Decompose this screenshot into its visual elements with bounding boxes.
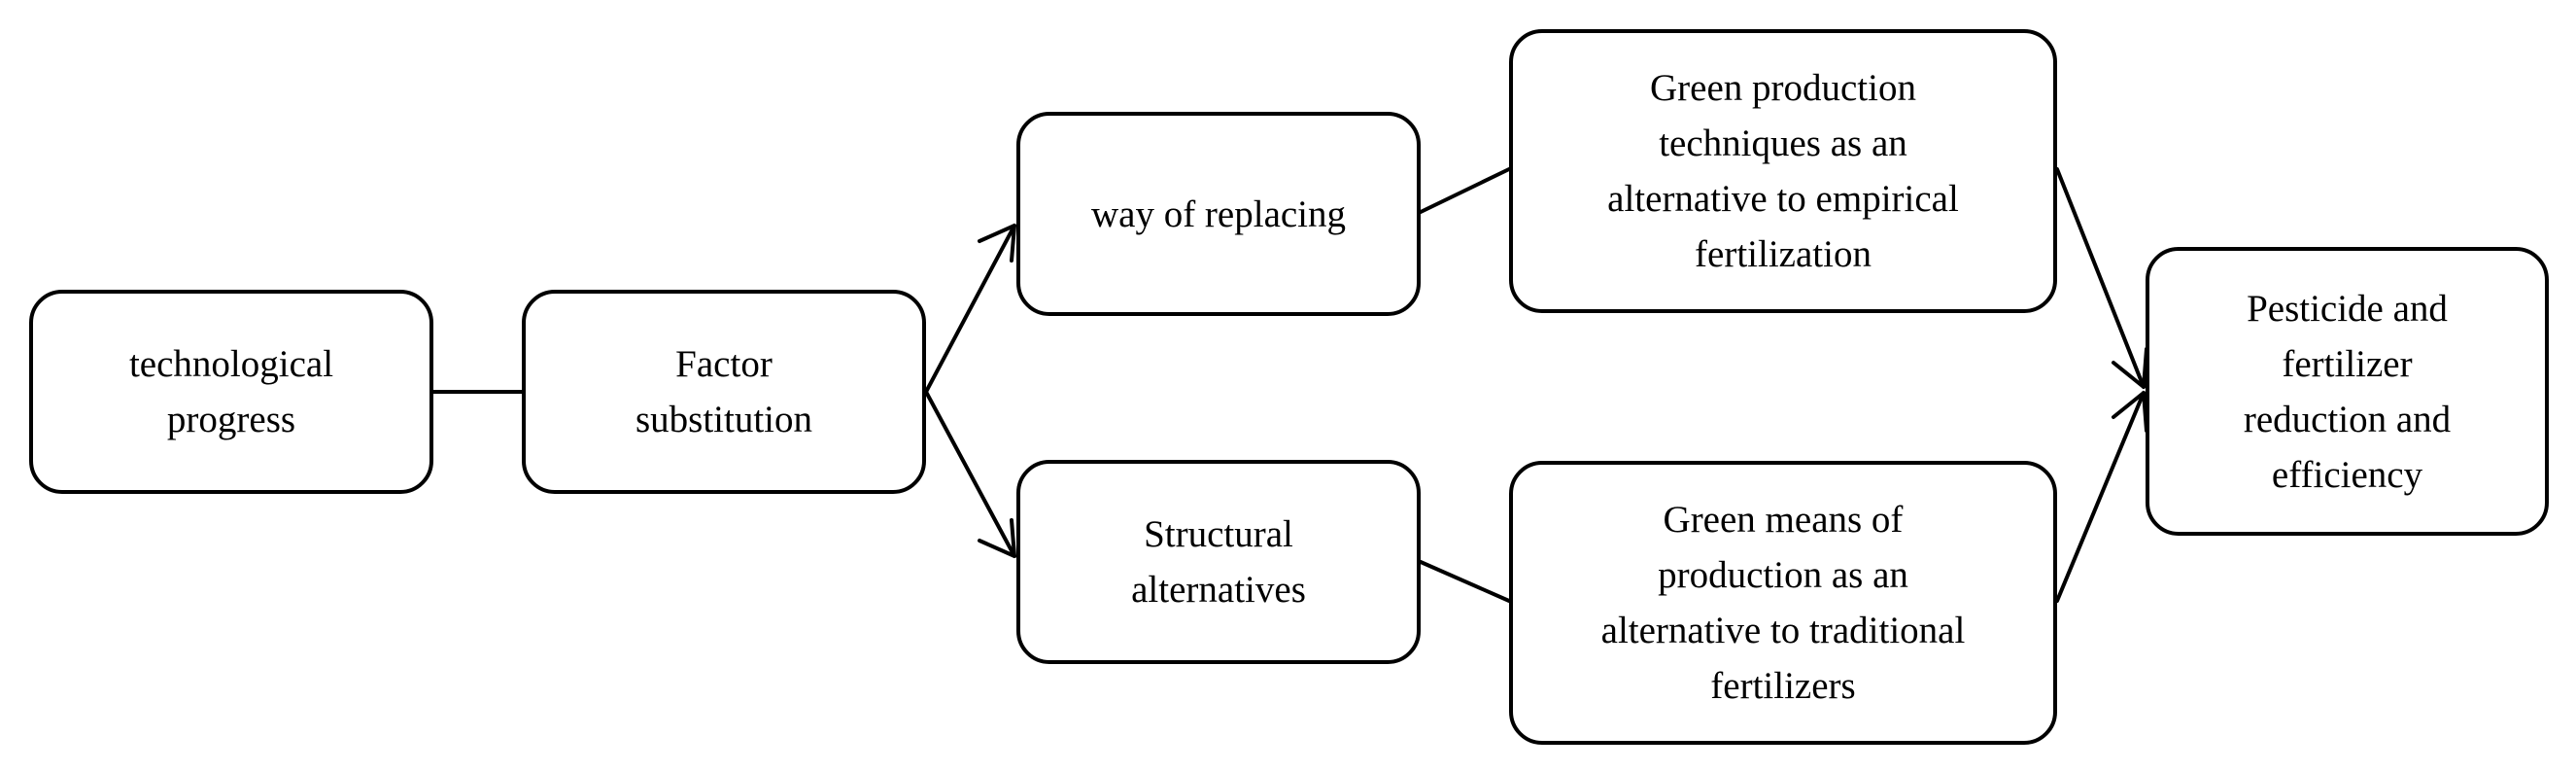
- arrowhead-to-struct: [978, 518, 1016, 558]
- node-green-production-techniques: Green production techniques as an altern…: [1509, 29, 2057, 313]
- node-label-line: substitution: [635, 399, 813, 440]
- connector-green-means-to-pesticide: [2055, 391, 2146, 603]
- connector-struct-to-green-means: [1419, 560, 1511, 603]
- node-label-line: Structural: [1144, 513, 1293, 555]
- node-label-line: way of replacing: [1090, 193, 1347, 235]
- node-label-line: alternatives: [1131, 569, 1306, 611]
- node-label-line: fertilizer: [2282, 342, 2413, 385]
- node-label-line: alternative to traditional: [1600, 610, 1966, 651]
- node-structural-alternatives: Structural alternatives: [1016, 460, 1421, 664]
- node-label-line: fertilizers: [1710, 665, 1856, 707]
- node-label-line: Pesticide and: [2247, 287, 2448, 330]
- connector-green-production-to-pesticide: [2055, 167, 2146, 389]
- node-label-line: Green means of: [1663, 499, 1904, 541]
- node-label-line: production as an: [1658, 554, 1908, 596]
- node-label-line: fertilization: [1695, 233, 1872, 275]
- node-label-line: reduction and: [2243, 398, 2452, 440]
- node-label-line: efficiency: [2271, 453, 2423, 496]
- node-pesticide-fertilizer-reduction: Pesticide and fertilizer reduction and e…: [2146, 247, 2549, 536]
- node-label-line: Green production: [1649, 67, 1916, 109]
- node-label-line: progress: [166, 399, 296, 440]
- node-technological-progress: technological progress: [29, 290, 433, 494]
- node-factor-substitution: Factor substitution: [522, 290, 926, 494]
- node-label-line: alternative to empirical: [1607, 178, 1959, 220]
- node-label-line: Factor: [675, 343, 773, 385]
- node-label-line: techniques as an: [1659, 123, 1907, 164]
- node-way-of-replacing: way of replacing: [1016, 112, 1421, 316]
- node-label-line: technological: [128, 343, 334, 385]
- node-green-means-of-production: Green means of production as an alternat…: [1509, 461, 2057, 745]
- connector-factor-to-way: [924, 224, 1016, 394]
- connector-factor-to-struct: [924, 390, 1016, 558]
- arrowhead-to-way: [978, 224, 1016, 263]
- connector-way-to-green-production: [1419, 167, 1511, 214]
